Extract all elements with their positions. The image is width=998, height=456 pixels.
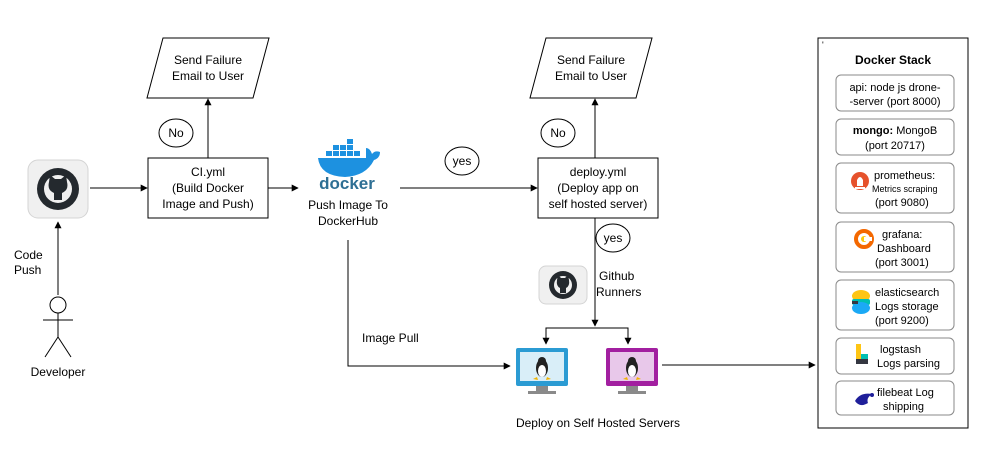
yes-top-label: yes [453,154,472,168]
docker-icon: docker [318,139,380,193]
failure-email-box-right: Send Failure Email to User [529,37,653,99]
stack-item-filebeat: filebeat Log shipping [835,380,955,416]
no-right-label: No [550,126,566,140]
no-left-label: No [168,126,184,140]
push-label-line2: DockerHub [318,214,378,228]
stack-item-logstash: logstash Logs parsing [835,337,955,375]
connectors [54,98,816,370]
mongo-line2: (port 20717) [865,140,925,152]
no-badge-left: No [158,118,194,148]
developer-label: Developer [31,365,86,379]
arrow-image-pull [347,240,511,370]
yes-mid-label: yes [604,231,623,245]
filebeat-line2: shipping [883,401,924,413]
logstash-line1: logstash [880,344,921,356]
failure-left-line2: Email to User [172,69,244,83]
mongo-line1: mongo: MongoB [853,125,937,137]
code-push-label-line1: Code [14,248,43,262]
linux-server-icon [606,348,658,394]
svg-text:': ' [822,40,824,50]
push-label-line1: Push Image To [308,198,388,212]
filebeat-icon [855,393,874,406]
connector-runners-split [545,327,629,342]
deploy-workflow-box: deploy.yml (Deploy app on self hosted se… [537,157,659,219]
stack-item-prometheus: prometheus: Metrics scraping (port 9080) [835,162,955,214]
stack-title: Docker Stack [855,53,931,67]
grafana-line2: Dashboard [877,243,931,255]
docker-stack-panel: ' Docker Stack api: node js drone- -serv… [817,37,969,429]
elasticsearch-icon [852,290,870,314]
grafana-line3: (port 3001) [875,257,929,269]
developer-actor-icon [43,296,73,358]
stack-item-grafana: grafana: Dashboard (port 3001) [835,221,955,273]
ci-line3: Image and Push) [162,197,253,211]
failure-right-line2: Email to User [555,69,627,83]
stack-item-mongo: mongo: MongoB (port 20717) [835,118,955,156]
elasticsearch-line1: elasticsearch [875,287,939,299]
prometheus-icon [851,172,869,190]
grafana-line1: grafana: [882,229,922,241]
runners-line1: Github [599,269,635,283]
failure-left-line1: Send Failure [174,53,242,67]
api-line2: -server (port 8000) [849,96,940,108]
ci-line2: (Build Docker [172,181,244,195]
image-pull-label: Image Pull [362,331,419,345]
deploy-line3: self hosted server) [549,197,648,211]
logstash-icon [856,344,868,364]
docker-logo-text: docker [319,174,375,193]
stack-item-elasticsearch: elasticsearch Logs storage (port 9200) [835,279,955,331]
deploy-line1: deploy.yml [570,165,626,179]
api-line1: api: node js drone- [849,82,940,94]
github-icon [27,159,89,219]
elasticsearch-line2: Logs storage [875,301,939,313]
logstash-line2: Logs parsing [877,358,940,370]
yes-badge-mid: yes [595,223,631,253]
failure-right-line1: Send Failure [557,53,625,67]
prometheus-line3: (port 9080) [875,197,929,209]
linux-server-icon [516,348,568,394]
stack-item-api: api: node js drone- -server (port 8000) [835,74,955,112]
runners-line2: Runners [596,285,641,299]
deploy-servers-label: Deploy on Self Hosted Servers [516,416,680,430]
failure-email-box-left: Send Failure Email to User [146,37,270,99]
prometheus-line1: prometheus: [874,170,935,182]
github-runners-icon [538,265,588,305]
grafana-icon [854,229,874,249]
ci-line1: CI.yml [191,165,225,179]
ci-workflow-box: CI.yml (Build Docker Image and Push) [147,157,269,219]
code-push-label-line2: Push [14,263,41,277]
deploy-line2: (Deploy app on [557,181,638,195]
yes-badge-top: yes [444,146,480,176]
no-badge-right: No [540,118,576,148]
filebeat-line1: filebeat Log [877,387,934,399]
prometheus-line2: Metrics scraping [872,184,938,194]
elasticsearch-line3: (port 9200) [875,315,929,327]
